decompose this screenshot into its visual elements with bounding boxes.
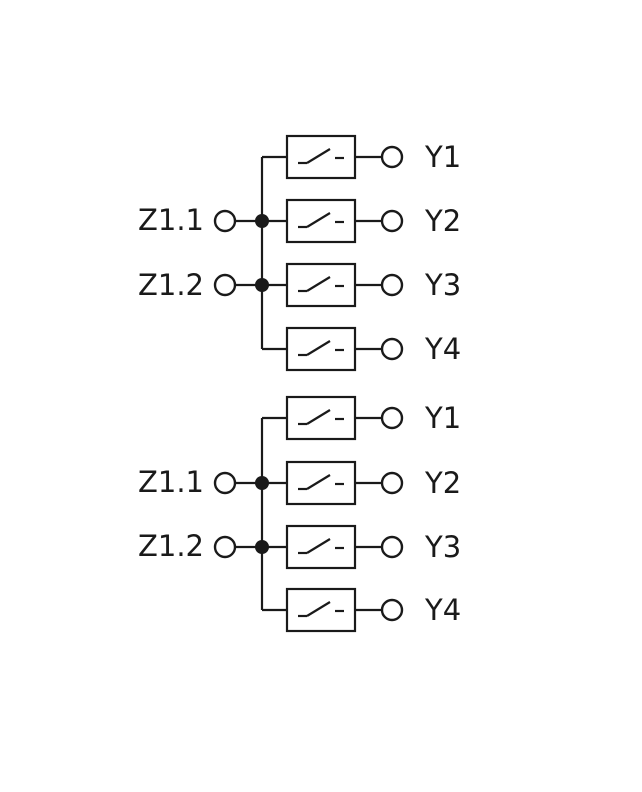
switch-contact-icon [298,148,344,165]
output-channel-y2: Y2 [262,198,461,244]
output-terminal-icon [380,406,404,430]
switch-box [285,395,357,441]
input-z1-2: Z1.2 [138,529,269,563]
output-terminal-icon [380,471,404,495]
input-label: Z1.1 [138,203,204,237]
output-label: Y2 [424,204,461,238]
output-terminal-icon [380,598,404,622]
input-label: Z1.1 [138,465,204,499]
output-terminal-icon [380,209,404,233]
output-channel-y3: Y3 [262,262,461,308]
output-label: Y4 [424,593,461,627]
output-channel-y1: Y1 [262,395,461,441]
switch-box [285,460,357,506]
output-terminal-icon [380,145,404,169]
switch-box [285,524,357,570]
switch-box [285,198,357,244]
output-label: Y3 [424,530,461,564]
output-channel-y2: Y2 [262,460,461,506]
input-label: Z1.2 [138,529,204,563]
output-label: Y3 [424,268,461,302]
input-z1-1: Z1.1 [138,465,269,499]
input-label: Z1.2 [138,268,204,302]
output-terminal-icon [380,273,404,297]
switch-contact-icon [298,538,344,555]
switch-contact-icon [298,212,344,229]
switch-box [285,587,357,633]
input-terminal-icon [213,535,237,559]
switch-block-2: Z1.1 Z1.2 Y1 [138,395,461,633]
output-terminal-icon [380,535,404,559]
switch-contact-icon [298,474,344,491]
switch-block-1: Z1.1 Z1.2 Y1 [138,134,461,372]
switch-box [285,326,357,372]
switch-box [285,262,357,308]
input-terminal-icon [213,471,237,495]
output-label: Y4 [424,332,461,366]
switch-contact-icon [298,601,344,618]
output-label: Y1 [424,140,461,174]
input-z1-2: Z1.2 [138,268,269,302]
output-label: Y2 [424,466,461,500]
output-channel-y3: Y3 [262,524,461,570]
output-channel-y4: Y4 [262,326,461,372]
output-label: Y1 [424,401,461,435]
output-terminal-icon [380,337,404,361]
switch-contact-icon [298,276,344,293]
input-z1-1: Z1.1 [138,203,269,237]
switch-contact-icon [298,409,344,426]
output-channel-y1: Y1 [262,134,461,180]
input-terminal-icon [213,209,237,233]
output-channel-y4: Y4 [262,587,461,633]
switch-box [285,134,357,180]
switch-contact-icon [298,340,344,357]
input-terminal-icon [213,273,237,297]
